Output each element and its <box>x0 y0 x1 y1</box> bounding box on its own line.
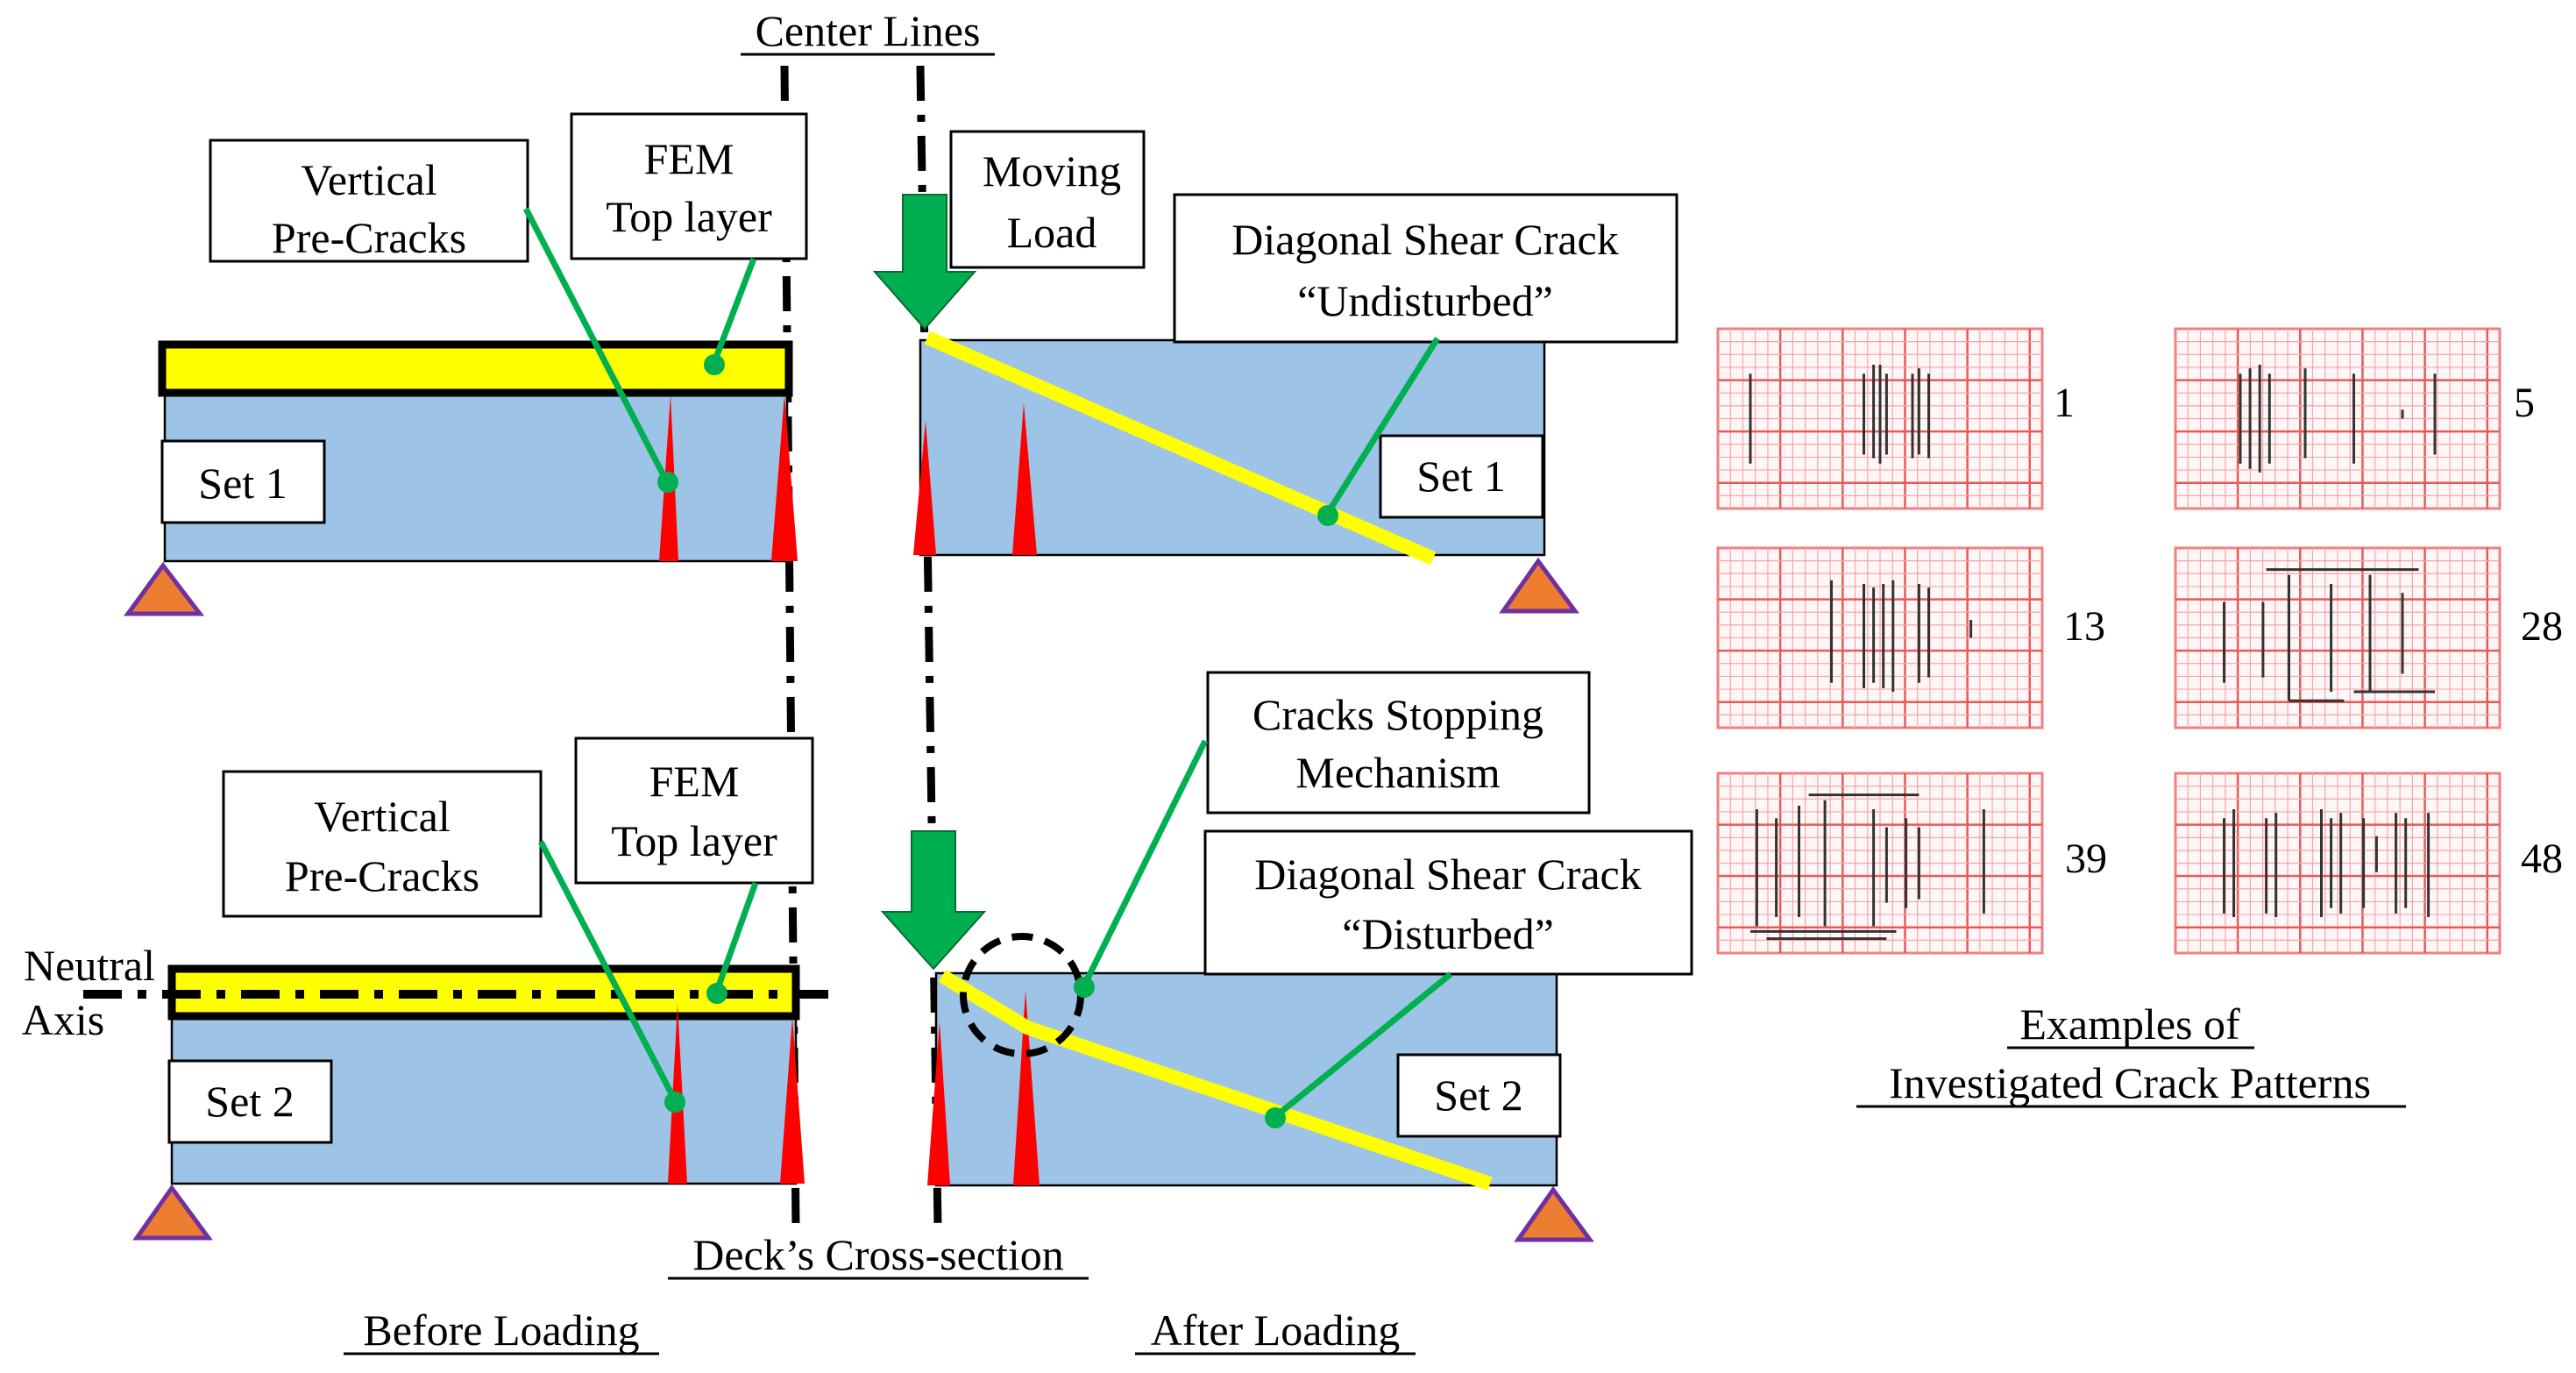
examples-line1: Examples of <box>2019 1000 2240 1049</box>
box-vertical-precracks-2 <box>222 770 543 918</box>
leader-fem-1 <box>711 257 757 364</box>
leader-precracks-2 <box>537 840 678 1102</box>
box-moving-load <box>949 130 1146 269</box>
precrack-set2-b <box>780 1017 805 1184</box>
leader-dot-undisturbed <box>1317 505 1338 526</box>
neutral-axis-line1: Neutral <box>24 941 155 990</box>
crack-pattern-grid <box>2174 772 2501 955</box>
diag-undisturbed-line1: Diagonal Shear Crack <box>1231 215 1619 264</box>
leader-disturbed <box>1274 971 1453 1118</box>
leader-dot-fem-2 <box>706 983 727 1004</box>
leader-dot-precracks-2 <box>664 1092 685 1113</box>
box-fem-top-1 <box>570 112 808 260</box>
box-fem-top-2 <box>574 736 814 885</box>
precrack-set2-c <box>927 1021 950 1185</box>
crack-pattern-grid <box>1716 327 2044 510</box>
leader-dot-cracks-stopping <box>1074 977 1095 998</box>
vertical-precracks-1-line2: Pre-Cracks <box>272 213 466 262</box>
pattern-label-39: 39 <box>2065 836 2107 882</box>
leader-undisturbed <box>1325 337 1440 515</box>
box-vertical-precracks-1 <box>209 139 529 263</box>
vertical-precracks-1-line1: Vertical <box>301 155 436 204</box>
box-cracks-stopping <box>1206 671 1591 815</box>
moving-load-line1: Moving <box>983 146 1121 196</box>
moving-load-arrow-set2 <box>880 830 987 971</box>
moving-load-arrow-set1 <box>872 194 977 331</box>
diag-disturbed-line2: “Disturbed” <box>1342 909 1554 958</box>
pattern-label-48: 48 <box>2521 836 2563 882</box>
crack-pattern-grid <box>2174 327 2501 510</box>
fem-top-1-line1: FEM <box>644 134 734 183</box>
diag-undisturbed-line2: “Undisturbed” <box>1297 276 1553 325</box>
fem-top-1-line2: Top layer <box>606 192 772 241</box>
vertical-precracks-2-line1: Vertical <box>314 792 450 841</box>
box-diag-undisturbed <box>1173 193 1678 344</box>
precrack-set1-b <box>771 395 798 561</box>
examples-line2: Investigated Crack Patterns <box>1889 1058 2371 1107</box>
fem-top-layer-set1 <box>158 340 793 397</box>
deck-cross-section-label: Deck’s Cross-section <box>692 1230 1064 1279</box>
crack-pattern-grid <box>2174 546 2501 729</box>
leader-dot-disturbed <box>1265 1107 1286 1128</box>
crack-pattern-grid <box>1716 772 2044 955</box>
diagonal-crack-disturbed <box>938 970 1493 1191</box>
leader-cracks-stopping <box>1082 739 1209 985</box>
precrack-set1-c <box>913 421 936 555</box>
diag-disturbed-line1: Diagonal Shear Crack <box>1254 850 1642 899</box>
cracks-stopping-line2: Mechanism <box>1295 748 1500 797</box>
box-set2-right <box>1396 1053 1562 1138</box>
pattern-label-28: 28 <box>2521 603 2563 650</box>
support-set1-left <box>124 561 205 616</box>
support-set2-right <box>1514 1185 1594 1242</box>
diagonal-crack-undisturbed <box>924 331 1437 566</box>
box-set2-left <box>167 1059 333 1144</box>
cracks-stopping-line1: Cracks Stopping <box>1253 690 1543 739</box>
crack-pattern-examples <box>1716 327 2501 955</box>
set2-left-label: Set 2 <box>205 1077 294 1126</box>
before-loading-label: Before Loading <box>363 1305 639 1355</box>
after-loading-label: After Loading <box>1151 1305 1401 1355</box>
set2-right-label: Set 2 <box>1434 1071 1522 1120</box>
leader-fem-2 <box>713 881 759 992</box>
pattern-label-5: 5 <box>2514 380 2535 426</box>
box-set1-left <box>160 439 326 524</box>
neutral-axis-line2: Axis <box>22 995 104 1044</box>
precrack-set1-d <box>1012 403 1037 555</box>
center-lines-label: Center Lines <box>756 6 981 55</box>
set1-left-label: Set 1 <box>198 459 287 508</box>
box-set1-right <box>1379 434 1544 519</box>
set1-right-label: Set 1 <box>1416 452 1505 501</box>
support-set2-left <box>132 1184 213 1241</box>
fem-top-2-line1: FEM <box>649 757 740 806</box>
moving-load-line2: Load <box>1007 208 1097 257</box>
fem-top-2-line2: Top layer <box>611 816 777 865</box>
leader-dot-precracks-1 <box>657 472 678 493</box>
leader-dot-fem-1 <box>704 354 725 375</box>
pattern-label-13: 13 <box>2063 603 2105 650</box>
leader-precracks-1 <box>522 207 670 482</box>
support-set1-right <box>1499 557 1579 614</box>
precrack-set2-d <box>1013 991 1040 1185</box>
vertical-precracks-2-line2: Pre-Cracks <box>285 851 479 900</box>
crack-pattern-grid <box>1716 546 2044 729</box>
pattern-label-1: 1 <box>2054 380 2075 426</box>
